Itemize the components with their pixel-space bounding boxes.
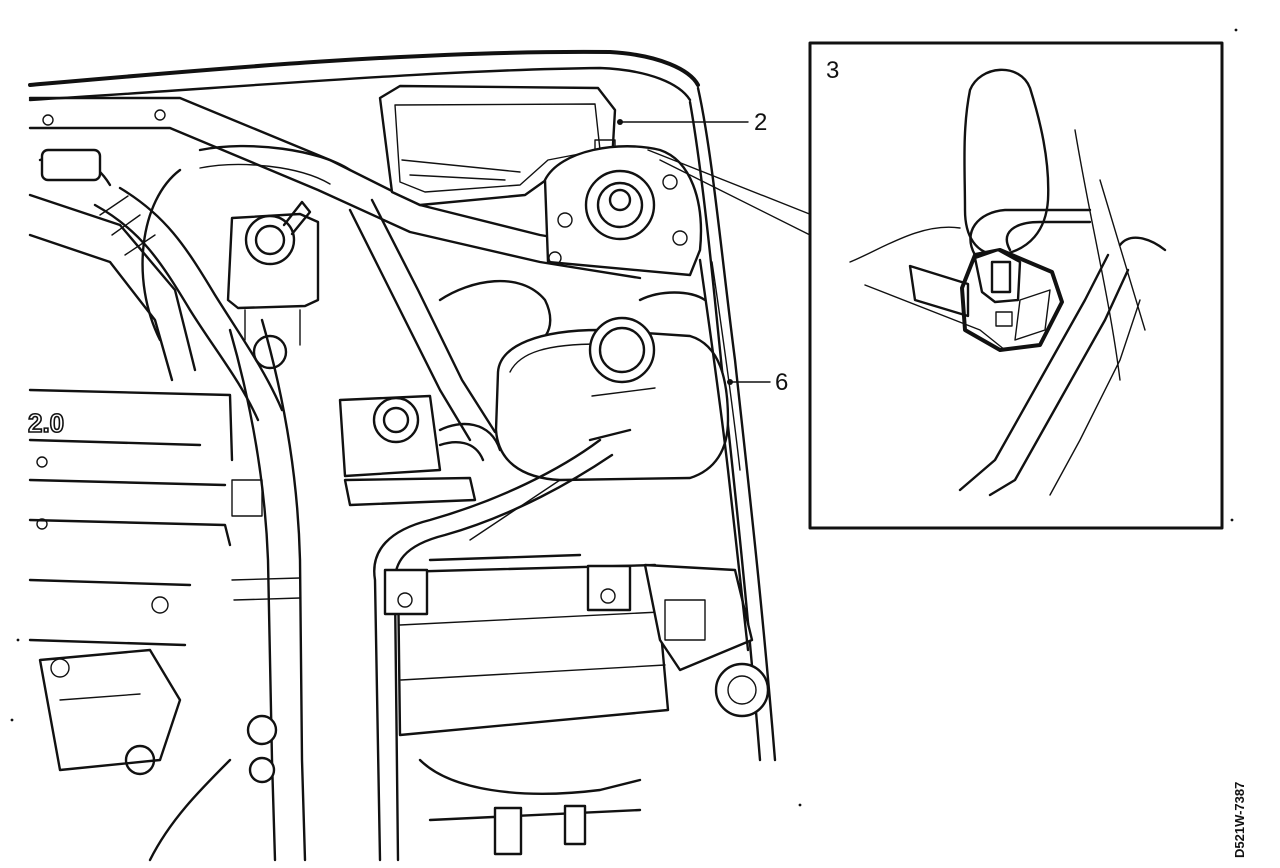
wiring-loom [638,258,750,652]
callout-2-leader [617,119,749,125]
callout-6-leader [727,379,771,385]
coolant-hoses [373,422,614,862]
scan-speckles [10,28,1238,807]
coolant-expansion-tank [469,316,730,541]
brake-fluid-reservoir [226,200,320,370]
detail-inset [808,41,1224,530]
coolant-pipe [228,318,307,862]
lower-components [38,648,642,862]
relay-block [643,563,770,718]
intake-hose [38,148,284,422]
callout-label-3: 3 [826,57,839,84]
callout-label-6: 6 [775,369,788,396]
strut-top-mount [543,145,703,277]
callout-label-2: 2 [754,109,767,136]
detail-pointer-lines [647,149,813,237]
reference-code: D521W-7387 [1232,782,1247,858]
washer-reservoir [338,394,477,507]
battery [383,553,670,737]
fuse-box [378,84,617,207]
engine-size-marking: 2.0 [28,408,64,438]
engine-cover: 2.0 [27,193,263,647]
